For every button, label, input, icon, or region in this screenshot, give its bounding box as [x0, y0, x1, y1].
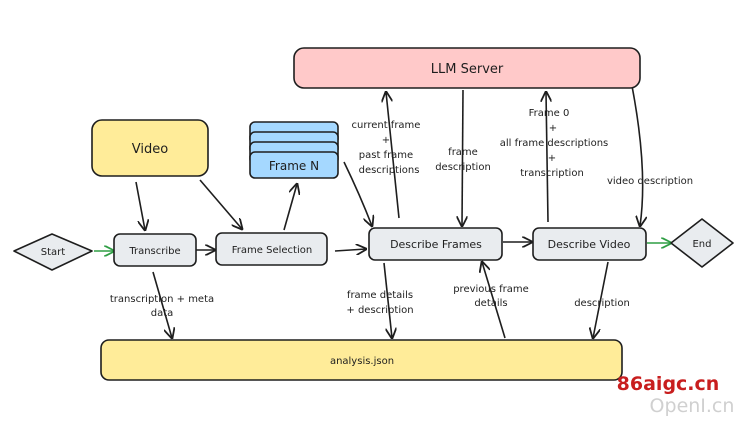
edge-frames-describe-frames [343, 161, 372, 226]
transcribe-label: Transcribe [128, 246, 180, 257]
analysis-node: analysis.json [100, 339, 623, 381]
edge-llm-describe-frames [462, 89, 463, 226]
label-frame-details-line1: frame details [347, 290, 413, 301]
llm-server-label: LLM Server [431, 62, 504, 77]
edge-describe-video-analysis [593, 261, 609, 338]
label-frame-description: frame description [435, 147, 491, 173]
edge-video-frame-selection [199, 179, 242, 229]
edge-describe-frames-analysis [383, 262, 392, 338]
describe-frames-node: Describe Frames [368, 227, 503, 261]
frame-selection-node: Frame Selection [215, 232, 328, 266]
label-current-frame-line4: descriptions [359, 165, 420, 176]
label-frame-description-line2: description [435, 162, 491, 173]
edge-describe-frames-llm [386, 92, 400, 219]
describe-video-node: Describe Video [532, 227, 647, 261]
transcribe-node: Transcribe [113, 233, 197, 267]
end-node: End [670, 218, 734, 268]
label-current-frame-line2: + [382, 135, 390, 146]
edge-describe-video-llm [546, 92, 548, 223]
frame-stack: Frame N [249, 121, 339, 179]
label-frame0: Frame 0 + all frame descriptions + trans… [500, 108, 609, 179]
watermark: 86aigc.cn OpenI.cn [617, 373, 735, 417]
video-node: Video [91, 119, 209, 177]
llm-server-node: LLM Server [293, 47, 641, 89]
edge-llm-describe-video [631, 85, 643, 226]
label-frame0-line2: + [549, 123, 557, 134]
frame-selection-label: Frame Selection [232, 245, 312, 256]
edge-analysis-describe-frames [482, 262, 506, 339]
label-frame-description-line1: frame [448, 147, 478, 158]
label-current-frame-line3: past frame [359, 150, 413, 161]
start-label: Start [41, 247, 66, 258]
frame-n-label: Frame N [269, 159, 319, 173]
label-current-frame-line1: current frame [352, 120, 421, 131]
label-frame0-line1: Frame 0 [529, 108, 570, 119]
edge-frame-selection-describe-frames [334, 249, 366, 251]
end-label: End [692, 239, 711, 250]
label-transcription-meta: transcription + meta data [110, 294, 214, 319]
start-node: Start [13, 233, 93, 271]
watermark-line1: 86aigc.cn [617, 373, 720, 395]
label-previous-frame-line2: details [474, 298, 507, 309]
label-frame0-line3: all frame descriptions [500, 138, 609, 149]
label-transcription-meta-line2: data [151, 308, 174, 319]
label-current-frame: current frame + past frame descriptions [352, 120, 421, 176]
label-video-description: video description [607, 176, 693, 187]
analysis-label: analysis.json [330, 356, 394, 367]
label-frame0-line4: + [548, 153, 556, 164]
label-transcription-meta-line1: transcription + meta [110, 294, 214, 305]
label-previous-frame-line1: previous frame [453, 284, 529, 295]
label-frame0-line5: transcription [520, 168, 584, 179]
video-label: Video [132, 142, 168, 157]
label-description: description [574, 298, 630, 309]
watermark-line2: OpenI.cn [650, 395, 735, 417]
edge-video-transcribe [135, 181, 145, 230]
describe-frames-label: Describe Frames [390, 238, 482, 251]
frame-card-front [249, 151, 339, 179]
label-previous-frame: previous frame details [453, 284, 529, 309]
label-frame-details: frame details + description [346, 290, 413, 316]
label-frame-details-line2: + description [346, 305, 413, 316]
edge-transcribe-analysis [152, 271, 172, 338]
edge-frame-selection-frames [283, 184, 297, 231]
describe-video-label: Describe Video [548, 238, 631, 251]
